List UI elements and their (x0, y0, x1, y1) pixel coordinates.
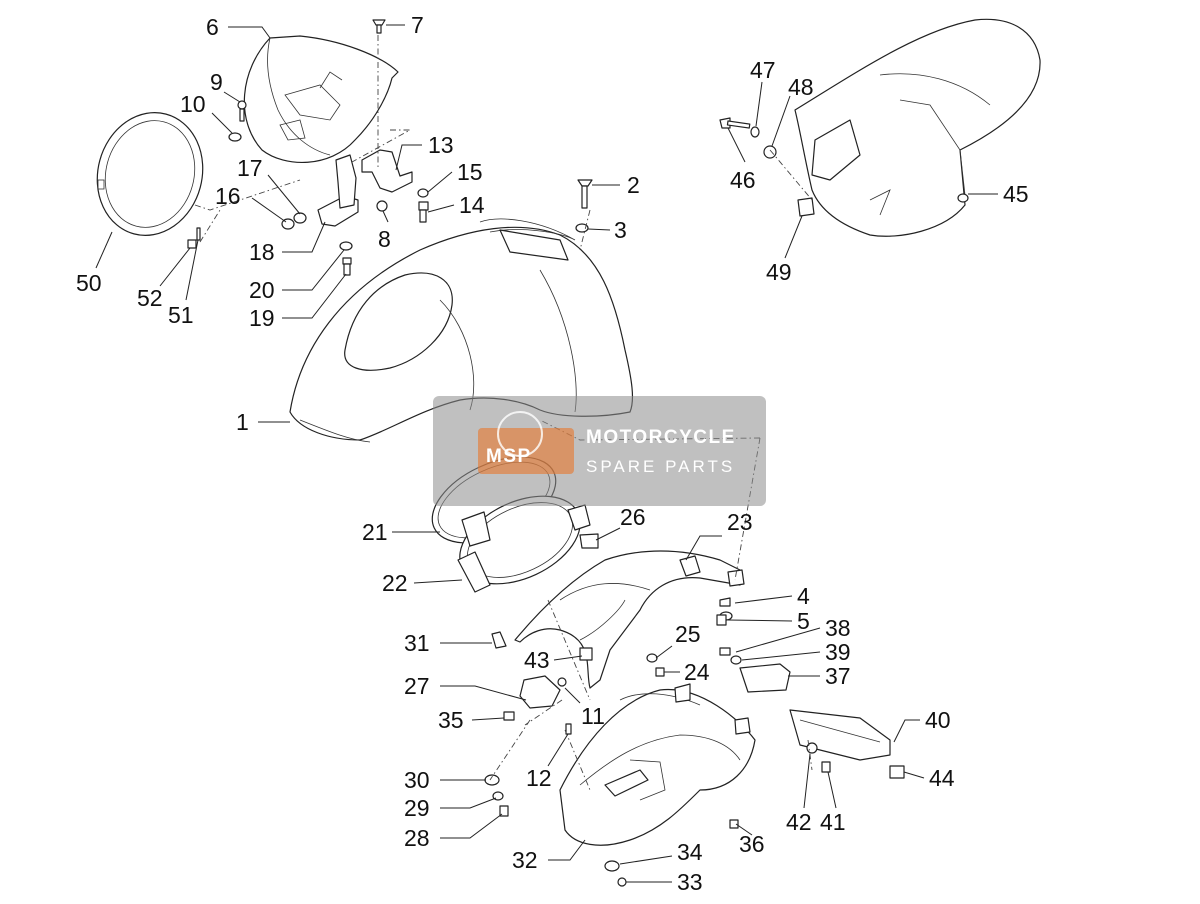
callout-15: 15 (457, 159, 483, 185)
callout-52: 52 (137, 285, 163, 311)
callout-21: 21 (362, 519, 388, 545)
callout-44: 44 (929, 765, 955, 791)
callout-10: 10 (180, 91, 206, 117)
callout-8: 8 (378, 226, 391, 252)
headlamp-brackets (317, 149, 413, 227)
watermark: MSP MOTORCYCLE SPARE PARTS (433, 396, 766, 506)
callout-29: 29 (404, 795, 430, 821)
lower-bracket (514, 550, 745, 689)
callout-26: 26 (620, 504, 646, 530)
watermark-line2: SPARE PARTS (586, 457, 735, 476)
callout-24: 24 (684, 659, 710, 685)
callout-2: 2 (627, 172, 640, 198)
callout-22: 22 (382, 570, 408, 596)
callout-34: 34 (677, 839, 703, 865)
callout-16: 16 (215, 183, 241, 209)
callout-42: 42 (786, 809, 812, 835)
callout-9: 9 (210, 69, 223, 95)
callout-23: 23 (727, 509, 753, 535)
callout-20: 20 (249, 277, 275, 303)
callout-19: 19 (249, 305, 275, 331)
lower-cover (559, 683, 756, 846)
callout-49: 49 (766, 259, 792, 285)
callout-46: 46 (730, 167, 756, 193)
callout-36: 36 (739, 831, 765, 857)
callout-25: 25 (675, 621, 701, 647)
callout-30: 30 (404, 767, 430, 793)
callout-39: 39 (825, 639, 851, 665)
headlamp-ring (96, 112, 204, 236)
small-fasteners-bottom (484, 631, 831, 887)
callout-33: 33 (677, 869, 703, 895)
callout-7: 7 (411, 12, 424, 38)
watermark-line1: MOTORCYCLE (586, 427, 736, 448)
headlamp-shell (243, 35, 399, 164)
callout-37: 37 (825, 663, 851, 689)
callout-51: 51 (168, 302, 194, 328)
callout-38: 38 (825, 615, 851, 641)
callout-3: 3 (614, 217, 627, 243)
callout-40: 40 (925, 707, 951, 733)
small-fasteners-top (187, 19, 593, 276)
callout-43: 43 (524, 647, 550, 673)
side-bracket (719, 647, 905, 779)
callout-32: 32 (512, 847, 538, 873)
callout-12: 12 (526, 765, 552, 791)
callout-47: 47 (750, 57, 776, 83)
callout-1: 1 (236, 409, 249, 435)
rear-fender (794, 18, 1041, 237)
front-fender (289, 218, 634, 443)
callout-41: 41 (820, 809, 846, 835)
callouts: 1 2 3 4 5 6 7 8 9 10 11 12 13 (76, 12, 1029, 895)
callout-50: 50 (76, 270, 102, 296)
callout-35: 35 (438, 707, 464, 733)
callout-5: 5 (797, 608, 810, 634)
callout-48: 48 (788, 74, 814, 100)
callout-27: 27 (404, 673, 430, 699)
callout-4: 4 (797, 583, 810, 609)
callout-31: 31 (404, 630, 430, 656)
rear-fasteners (719, 117, 815, 217)
callout-13: 13 (428, 132, 454, 158)
callout-17: 17 (237, 155, 263, 181)
watermark-logo-text: MSP (486, 446, 532, 467)
callout-14: 14 (459, 192, 485, 218)
callout-28: 28 (404, 825, 430, 851)
callout-18: 18 (249, 239, 275, 265)
callout-45: 45 (1003, 181, 1029, 207)
callout-6: 6 (206, 14, 219, 40)
callout-11: 11 (581, 703, 605, 729)
